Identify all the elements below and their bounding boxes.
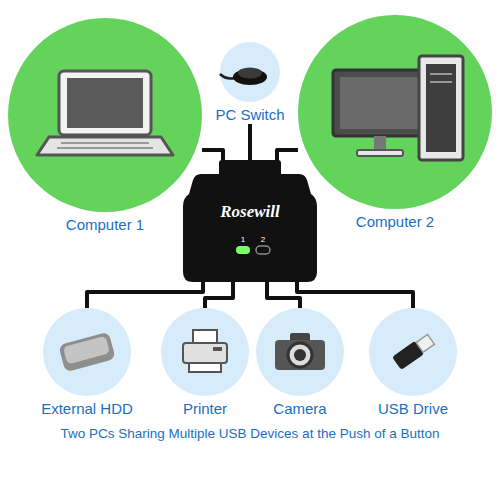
usb-device-node: USB Drive (369, 308, 457, 418)
usb-cable (202, 150, 223, 174)
brand-logo: Rosewill (183, 202, 317, 222)
device-label: External HDD (41, 400, 133, 418)
port-number: 1 (237, 234, 249, 245)
usb-device-node: Camera (256, 308, 344, 418)
node-circle (212, 42, 288, 102)
node-circle (161, 308, 249, 396)
usb-cable (248, 124, 252, 174)
switch-housing (183, 174, 317, 282)
computer-node: Computer 2 (298, 15, 492, 231)
device-label: Computer 2 (356, 213, 434, 231)
usb-cable (87, 282, 203, 308)
device-label: Computer 1 (66, 216, 144, 234)
device-label: Printer (183, 400, 227, 418)
node-circle (38, 308, 136, 396)
node-circle (369, 308, 457, 396)
pc-switch-node: PC Switch (212, 42, 288, 124)
device-label: Camera (273, 400, 326, 418)
node-circle (298, 15, 492, 209)
caption-text: Two PCs Sharing Multiple USB Devices at … (0, 424, 500, 443)
port-number: 2 (257, 234, 269, 245)
usb-device-node: External HDD (38, 308, 136, 418)
node-circle (8, 18, 202, 212)
device-label: PC Switch (215, 106, 284, 124)
computer-node: Computer 1 (8, 18, 202, 234)
usb-cable (297, 282, 413, 308)
usb-cable (205, 282, 233, 308)
node-circle (256, 308, 344, 396)
usb-switch-box: Rosewill 12 (183, 174, 317, 282)
usb-cable (277, 150, 298, 174)
usb-device-node: Printer (161, 308, 249, 418)
device-label: USB Drive (378, 400, 448, 418)
